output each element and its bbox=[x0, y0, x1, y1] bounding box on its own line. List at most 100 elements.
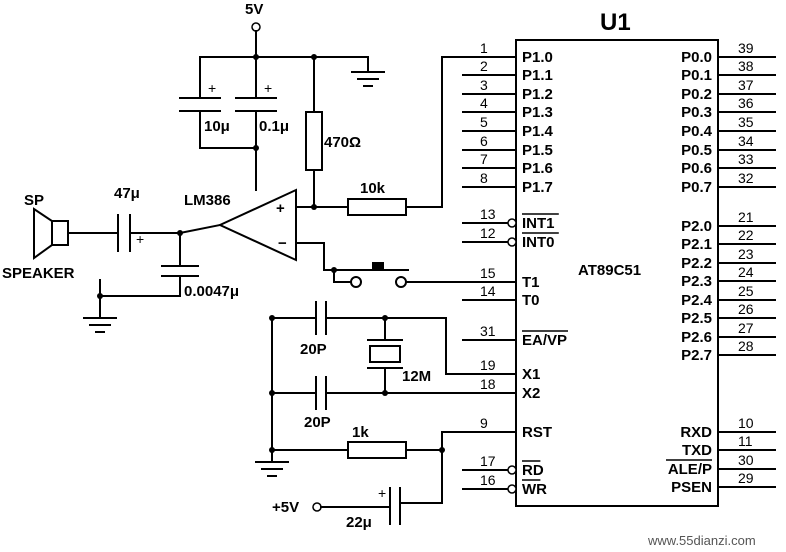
cap-0047-label: 0.0047μ bbox=[184, 283, 239, 300]
pin-label: RD bbox=[522, 462, 544, 479]
svg-text:+: + bbox=[136, 231, 144, 247]
pin-p1-5: 6P1.5 bbox=[462, 133, 553, 159]
pin-label: P0.5 bbox=[681, 142, 712, 159]
pin-p1-0: 1P1.0 bbox=[462, 40, 553, 66]
chip-body bbox=[515, 39, 719, 507]
pin-number: 30 bbox=[738, 452, 754, 468]
mcu-at89c51: U1 AT89C51 1P1.02P1.13P1.24P1.35P1.46P1.… bbox=[462, 9, 776, 507]
vcc-top-terminal: 5V bbox=[245, 1, 263, 32]
pin-number: 32 bbox=[738, 170, 754, 186]
pin-p1-1: 2P1.1 bbox=[462, 58, 553, 84]
pin-label: P2.1 bbox=[681, 236, 712, 253]
pin-number: 33 bbox=[738, 151, 754, 167]
pin-label: P2.5 bbox=[681, 310, 712, 327]
pin-label: P0.2 bbox=[681, 86, 712, 103]
speaker: SP SPEAKER bbox=[2, 192, 75, 282]
pin-label: P1.4 bbox=[522, 123, 554, 140]
capacitor-0-0047u: 0.0047μ bbox=[161, 232, 239, 300]
pin-label: P2.2 bbox=[681, 255, 712, 272]
pin-label: P1.6 bbox=[522, 160, 553, 177]
cap-10u-label: 10μ bbox=[204, 118, 230, 135]
capacitor-10u: + 10μ bbox=[179, 56, 230, 149]
cap-47u-label: 47μ bbox=[114, 185, 140, 202]
ground-symbol-speaker bbox=[83, 317, 117, 333]
pin-number: 8 bbox=[480, 170, 488, 186]
pin-label: P1.0 bbox=[522, 49, 553, 66]
pin-number: 16 bbox=[480, 472, 496, 488]
capacitor-47u: 47μ + bbox=[114, 185, 144, 252]
svg-text:+: + bbox=[264, 80, 272, 96]
pin-label: INT1 bbox=[522, 215, 555, 232]
vcc-top-label: 5V bbox=[245, 1, 263, 18]
pin-label: P1.5 bbox=[522, 142, 553, 159]
pin-label: P2.6 bbox=[681, 329, 712, 346]
pin-label: INT0 bbox=[522, 234, 555, 251]
svg-text:+: + bbox=[208, 80, 216, 96]
pin-label: P1.2 bbox=[522, 86, 553, 103]
resistor-470-ohm: 470Ω bbox=[305, 56, 361, 208]
amp-label: LM386 bbox=[184, 192, 231, 209]
resistor-10k: 10k bbox=[347, 180, 407, 216]
pin-number: 21 bbox=[738, 209, 754, 225]
cap-20p-b-label: 20P bbox=[304, 414, 331, 431]
pin-number: 26 bbox=[738, 301, 754, 317]
svg-text:+: + bbox=[378, 485, 386, 501]
sp-label: SP bbox=[24, 192, 44, 209]
pin-p1-6: 7P1.6 bbox=[462, 151, 553, 177]
pin-number: 29 bbox=[738, 470, 754, 486]
pin-label: P2.7 bbox=[681, 347, 712, 364]
pin-number: 14 bbox=[480, 283, 496, 299]
pin-number: 27 bbox=[738, 320, 754, 336]
crystal-12m: 12M bbox=[367, 317, 431, 394]
cap-20p-a-label: 20P bbox=[300, 341, 327, 358]
pin-number: 12 bbox=[480, 225, 496, 241]
pin-label: P0.0 bbox=[681, 49, 712, 66]
pin-number: 3 bbox=[480, 77, 488, 93]
pin-label: P0.7 bbox=[681, 179, 712, 196]
vcc-bottom-node bbox=[312, 502, 322, 512]
pin-label: RST bbox=[522, 424, 552, 441]
pin-number: 34 bbox=[738, 133, 754, 149]
vcc-top-node bbox=[251, 22, 261, 32]
pin-number: 38 bbox=[738, 58, 754, 74]
pin-number: 36 bbox=[738, 95, 754, 111]
pin-number: 6 bbox=[480, 133, 488, 149]
pin-number: 4 bbox=[480, 95, 488, 111]
pin-label: T1 bbox=[522, 274, 540, 291]
chip-left-pins: 1P1.02P1.13P1.24P1.35P1.46P1.57P1.68P1.7… bbox=[462, 40, 568, 498]
pin-label: TXD bbox=[682, 442, 712, 459]
pin-number: 22 bbox=[738, 227, 754, 243]
watermark: www.55dianzi.com bbox=[647, 533, 756, 548]
pin-label: P0.1 bbox=[681, 67, 712, 84]
pin-label: P0.3 bbox=[681, 104, 712, 121]
vcc-bottom-terminal: +5V bbox=[272, 499, 322, 516]
pin-label: X1 bbox=[522, 366, 540, 383]
speaker-label: SPEAKER bbox=[2, 265, 75, 282]
crystal-label: 12M bbox=[402, 368, 431, 385]
pin-number: 35 bbox=[738, 114, 754, 130]
pin-p1-2: 3P1.2 bbox=[462, 77, 553, 103]
pin-label: PSEN bbox=[671, 479, 712, 496]
pin-number: 10 bbox=[738, 415, 754, 431]
